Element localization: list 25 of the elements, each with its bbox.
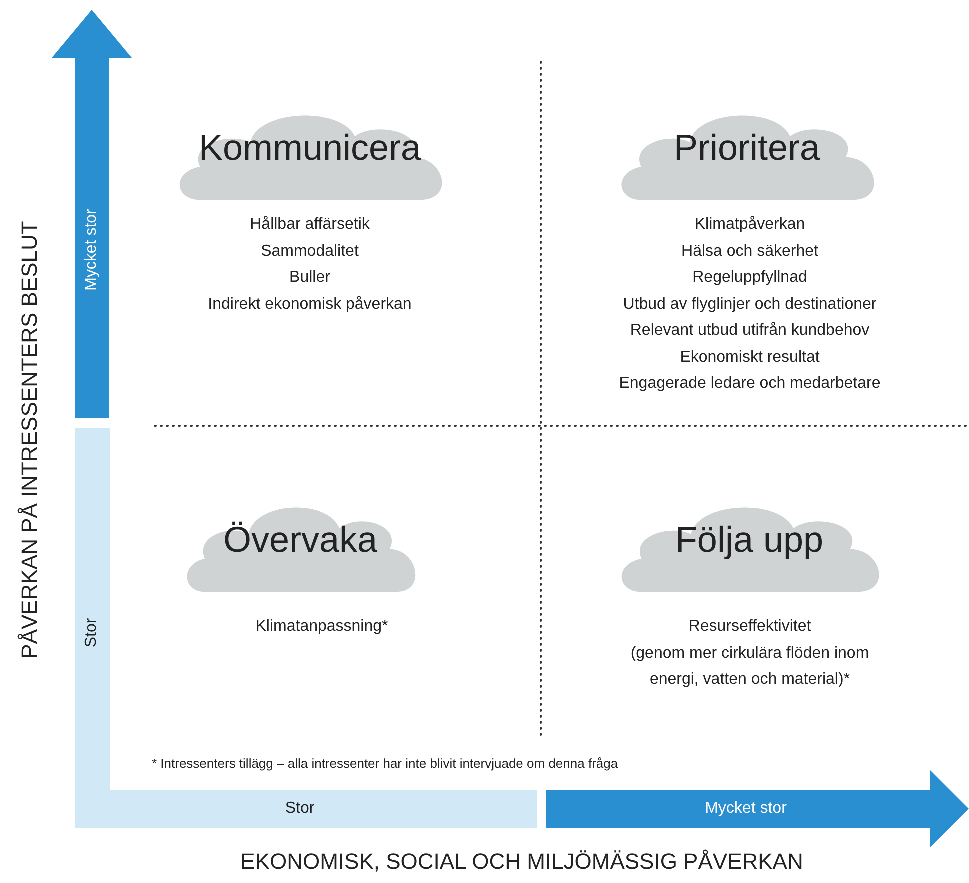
quadrant-title: Kommunicera [198, 126, 422, 168]
quadrant-title: Följa upp [674, 518, 825, 560]
topic-text: Sammodalitet [260, 242, 360, 262]
axis-level-label: Mycket stor [83, 209, 101, 291]
topic-text: Relevant utbud utifrån kundbehov [629, 321, 871, 341]
topic-text: Klimatanpassning* [254, 617, 390, 637]
topic-text: Regeluppfyllnad [692, 268, 808, 288]
axis-level-label: Mycket stor [705, 800, 787, 818]
topic-text: Utbud av flyglinjer och destinationer [622, 294, 878, 314]
quadrant-title: Övervaka [222, 518, 379, 560]
axis-title: EKONOMISK, SOCIAL OCH MILJÖMÄSSIG PÅVERKAN [240, 849, 804, 875]
topic-text: Klimatpåverkan [694, 215, 806, 235]
topic-text: Ekonomiskt resultat [679, 348, 821, 368]
topic-text: Hälsa och säkerhet [680, 242, 820, 262]
topic-text: Hållbar affärsetik [249, 215, 371, 235]
topic-text: Buller [288, 268, 332, 288]
topic-text: Resurseffektivitet [688, 617, 812, 637]
axis-title: PÅVERKAN PÅ INTRESSENTERS BESLUT [17, 221, 43, 659]
topic-text: Engagerade ledare och medarbetare [618, 374, 882, 394]
axis-level-label: Stor [285, 800, 315, 818]
footnote: * Intressenters tillägg – alla intressenter har inte blivit intervjuade om denna fråga [152, 756, 618, 771]
quadrant-title: Prioritera [672, 126, 822, 168]
topic-text: (genom mer cirkulära flöden inom energi, vatten och material)* [630, 644, 870, 690]
axis-level-label: Stor [83, 618, 101, 648]
topic-text: Indirekt ekonomisk påverkan [207, 294, 413, 314]
